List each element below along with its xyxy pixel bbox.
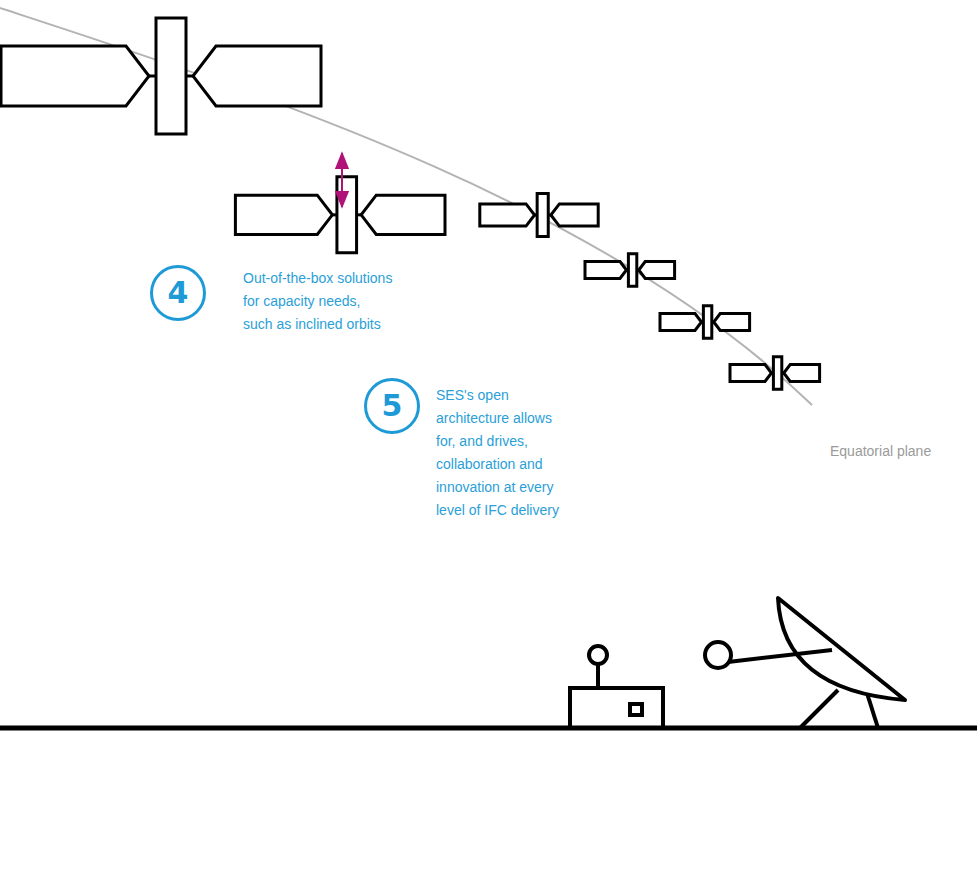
satellite [480,194,598,237]
callout: 5SES's open architecture allows for, and… [364,378,420,434]
axis-label: Equatorial plane [830,443,931,459]
ground-line [0,726,977,731]
callout-number: 4 [168,278,189,308]
callout: 4Out-of-the-box solutions for capacity n… [150,265,206,321]
satellite [235,177,445,253]
modem [570,646,663,728]
satellite [585,254,675,286]
orbit-arc [0,8,812,405]
inclination-arrow [341,153,343,207]
satellite [730,357,820,389]
callout-circle: 5 [364,378,420,434]
callout-number: 5 [382,391,403,421]
callout-text: Out-of-the-box solutions for capacity ne… [243,267,393,336]
satellite [1,18,321,134]
callout-text: SES's open architecture allows for, and … [436,384,568,522]
satellite-dish [705,598,905,728]
callout-circle: 4 [150,265,206,321]
satellite [660,306,750,338]
